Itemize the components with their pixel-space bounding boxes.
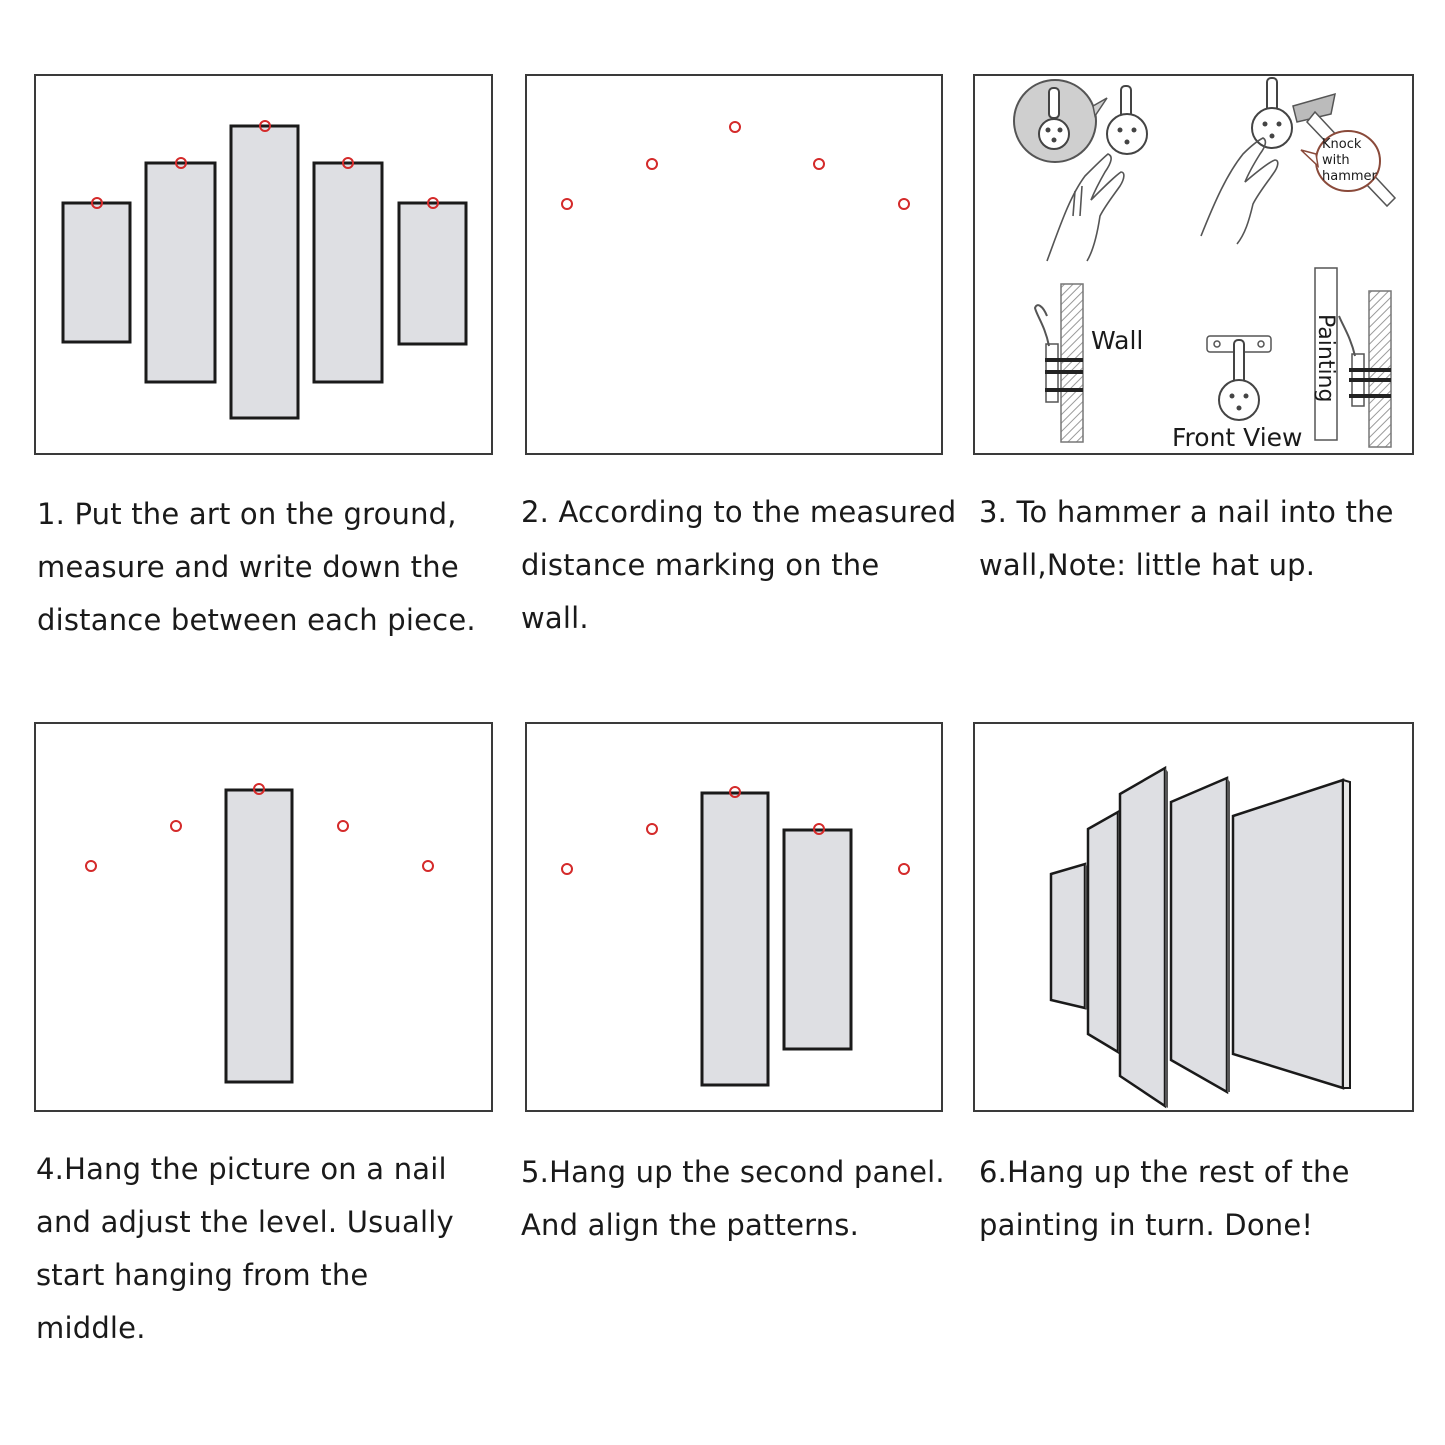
caption-line: And align the patterns. (521, 1208, 860, 1242)
step2-svg (561, 121, 910, 210)
wall-marker (898, 863, 910, 875)
wall-marker (646, 158, 658, 170)
hook-marker (427, 197, 439, 209)
step4-svg (85, 783, 434, 1084)
hook-marker (259, 120, 271, 132)
wall-label: Wall (1091, 326, 1143, 355)
hook-side-icon (1338, 315, 1391, 407)
wall-marker (85, 860, 97, 872)
caption-line: painting in turn. Done! (979, 1208, 1314, 1242)
painting-side (1314, 267, 1338, 441)
hook-front-view-icon (1206, 335, 1272, 421)
art-piece-5 (1231, 778, 1351, 1090)
front-view-label: Front View (1172, 423, 1303, 452)
wall-marker (170, 820, 182, 832)
hook-icon (1251, 77, 1293, 149)
caption-line: measure and write down the (37, 550, 459, 584)
step3-illustration: Knock with hammer Wall Front V (973, 74, 1414, 455)
art-piece-1 (61, 201, 132, 344)
knock-label: hammer (1322, 169, 1378, 184)
step4-illustration (34, 722, 493, 1112)
hook-marker (342, 157, 354, 169)
step5-svg (561, 786, 910, 1087)
step5-caption: 5.Hang up the second panel. And align th… (521, 1146, 945, 1252)
wall-marker (898, 198, 910, 210)
art-piece-2 (144, 161, 217, 384)
art-piece-4 (312, 161, 384, 384)
hook-marker (729, 786, 741, 798)
hand-icon (1200, 137, 1279, 245)
caption-line: 5.Hang up the second panel. (521, 1155, 945, 1189)
painting-label: Painting (1313, 314, 1338, 402)
art-piece-3 (229, 124, 300, 420)
step6-svg (1049, 765, 1351, 1109)
wall-section (1060, 283, 1084, 443)
art-piece-center (224, 788, 294, 1084)
art-piece-3 (1118, 765, 1168, 1109)
hook-marker (253, 783, 265, 795)
hook-marker (175, 157, 187, 169)
caption-line: distance marking on the (521, 548, 880, 582)
wall-marker (813, 158, 825, 170)
caption-line: 2. According to the measured (521, 495, 957, 529)
caption-line: 3. To hammer a nail into the (979, 495, 1394, 529)
hook-side-icon (1033, 304, 1083, 403)
hook-marker (813, 823, 825, 835)
caption-line: wall,Note: little hat up. (979, 548, 1316, 582)
step1-svg (61, 120, 468, 420)
caption-line: start hanging from the (36, 1258, 369, 1292)
caption-line: 1. Put the art on the ground, (37, 497, 457, 531)
caption-line: 4.Hang the picture on a nail (36, 1152, 447, 1186)
hook-marker (91, 197, 103, 209)
step3-svg: Knock with hammer Wall Front V (1013, 77, 1397, 452)
art-piece-4 (1169, 776, 1230, 1095)
caption-line: middle. (36, 1311, 146, 1345)
art-piece-2 (1086, 809, 1121, 1055)
knock-label: Knock (1322, 137, 1362, 152)
hand-icon (1046, 153, 1125, 262)
wall-marker (422, 860, 434, 872)
wall-marker (561, 863, 573, 875)
art-piece-5 (397, 201, 468, 346)
art-piece-1 (1049, 862, 1087, 1010)
caption-line: 6.Hang up the rest of the (979, 1155, 1350, 1189)
step2-caption: 2. According to the measured distance ma… (521, 486, 956, 645)
step4-caption: 4.Hang the picture on a nail and adjust … (36, 1143, 454, 1355)
art-piece-center (700, 791, 770, 1087)
hook-closeup-icon (1013, 79, 1108, 163)
caption-line: wall. (521, 601, 589, 635)
wall-marker (646, 823, 658, 835)
caption-line: and adjust the level. Usually (36, 1205, 454, 1239)
step1-caption: 1. Put the art on the ground, measure an… (37, 488, 476, 647)
step1-illustration (34, 74, 493, 455)
knock-label: with (1322, 153, 1350, 168)
step6-illustration (973, 722, 1414, 1112)
wall-marker (337, 820, 349, 832)
step3-caption: 3. To hammer a nail into the wall,Note: … (979, 486, 1394, 592)
step5-illustration (525, 722, 943, 1112)
knock-bubble: Knock with hammer (1300, 130, 1381, 192)
step2-illustration (525, 74, 943, 455)
wall-marker (561, 198, 573, 210)
wall-marker (729, 121, 741, 133)
caption-line: distance between each piece. (37, 603, 476, 637)
hook-icon (1106, 85, 1148, 155)
step6-caption: 6.Hang up the rest of the painting in tu… (979, 1146, 1350, 1252)
art-piece-second (782, 828, 853, 1051)
